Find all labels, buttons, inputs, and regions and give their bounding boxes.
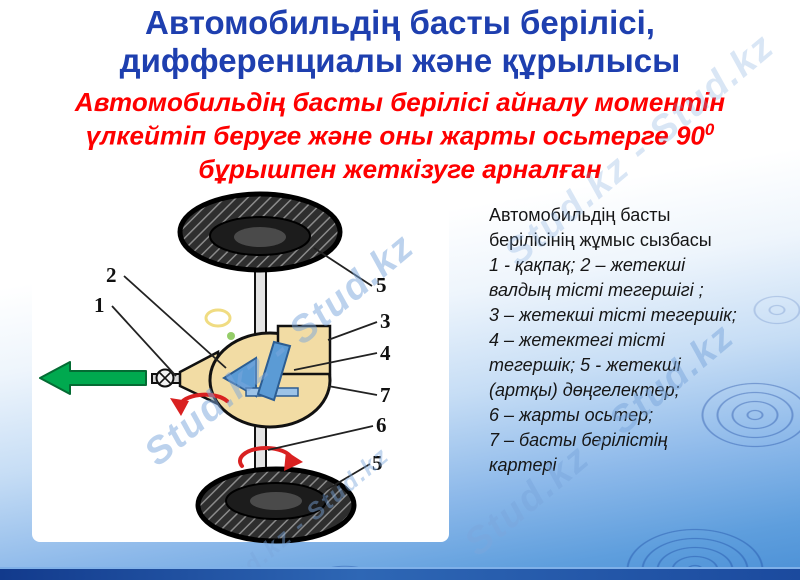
slide-subtitle: Автомобильдің басты берілісі айналу моме…	[55, 86, 745, 186]
subtitle-text-after: бұрышпен жеткізуге арналған	[198, 154, 602, 185]
ripple-decoration	[700, 382, 800, 448]
rotation-arrow-input	[170, 392, 229, 416]
description-intro: Автомобильдің басты берілісінің жұмыс сы…	[489, 205, 712, 250]
rotation-arrow-axle	[238, 446, 303, 471]
bevel-gears	[222, 340, 299, 402]
label-5-bottom: 5	[372, 451, 383, 475]
leader-lines	[111, 247, 378, 491]
decorative-swirl	[204, 308, 232, 328]
label-7: 7	[380, 383, 391, 407]
label-3: 3	[380, 309, 391, 333]
label-5-top: 5	[376, 273, 387, 297]
label-4: 4	[380, 341, 391, 365]
label-2: 2	[106, 263, 117, 287]
bottom-wheel	[195, 466, 357, 544]
diagram-description: Автомобильдің басты берілісінің жұмыс сы…	[489, 203, 739, 478]
subtitle-text-before: Автомобильдің басты берілісі айналу моме…	[74, 87, 726, 151]
bottom-bar	[0, 567, 800, 580]
subtitle-superscript: 0	[704, 120, 715, 140]
torque-arrow	[39, 361, 147, 395]
decorative-dot	[227, 332, 235, 340]
universal-joint	[155, 368, 175, 388]
label-6: 6	[376, 413, 387, 437]
top-wheel	[177, 191, 343, 273]
description-legend: 1 - қақпақ; 2 – жетекші валдың тісті тег…	[489, 255, 737, 475]
slide-title: Автомобильдің басты берілісі, дифференци…	[119, 4, 681, 79]
label-1: 1	[94, 293, 105, 317]
axle-diagram: 2 1 5 3 4 7 6 5	[32, 191, 449, 544]
ripple-decoration	[742, 289, 800, 331]
